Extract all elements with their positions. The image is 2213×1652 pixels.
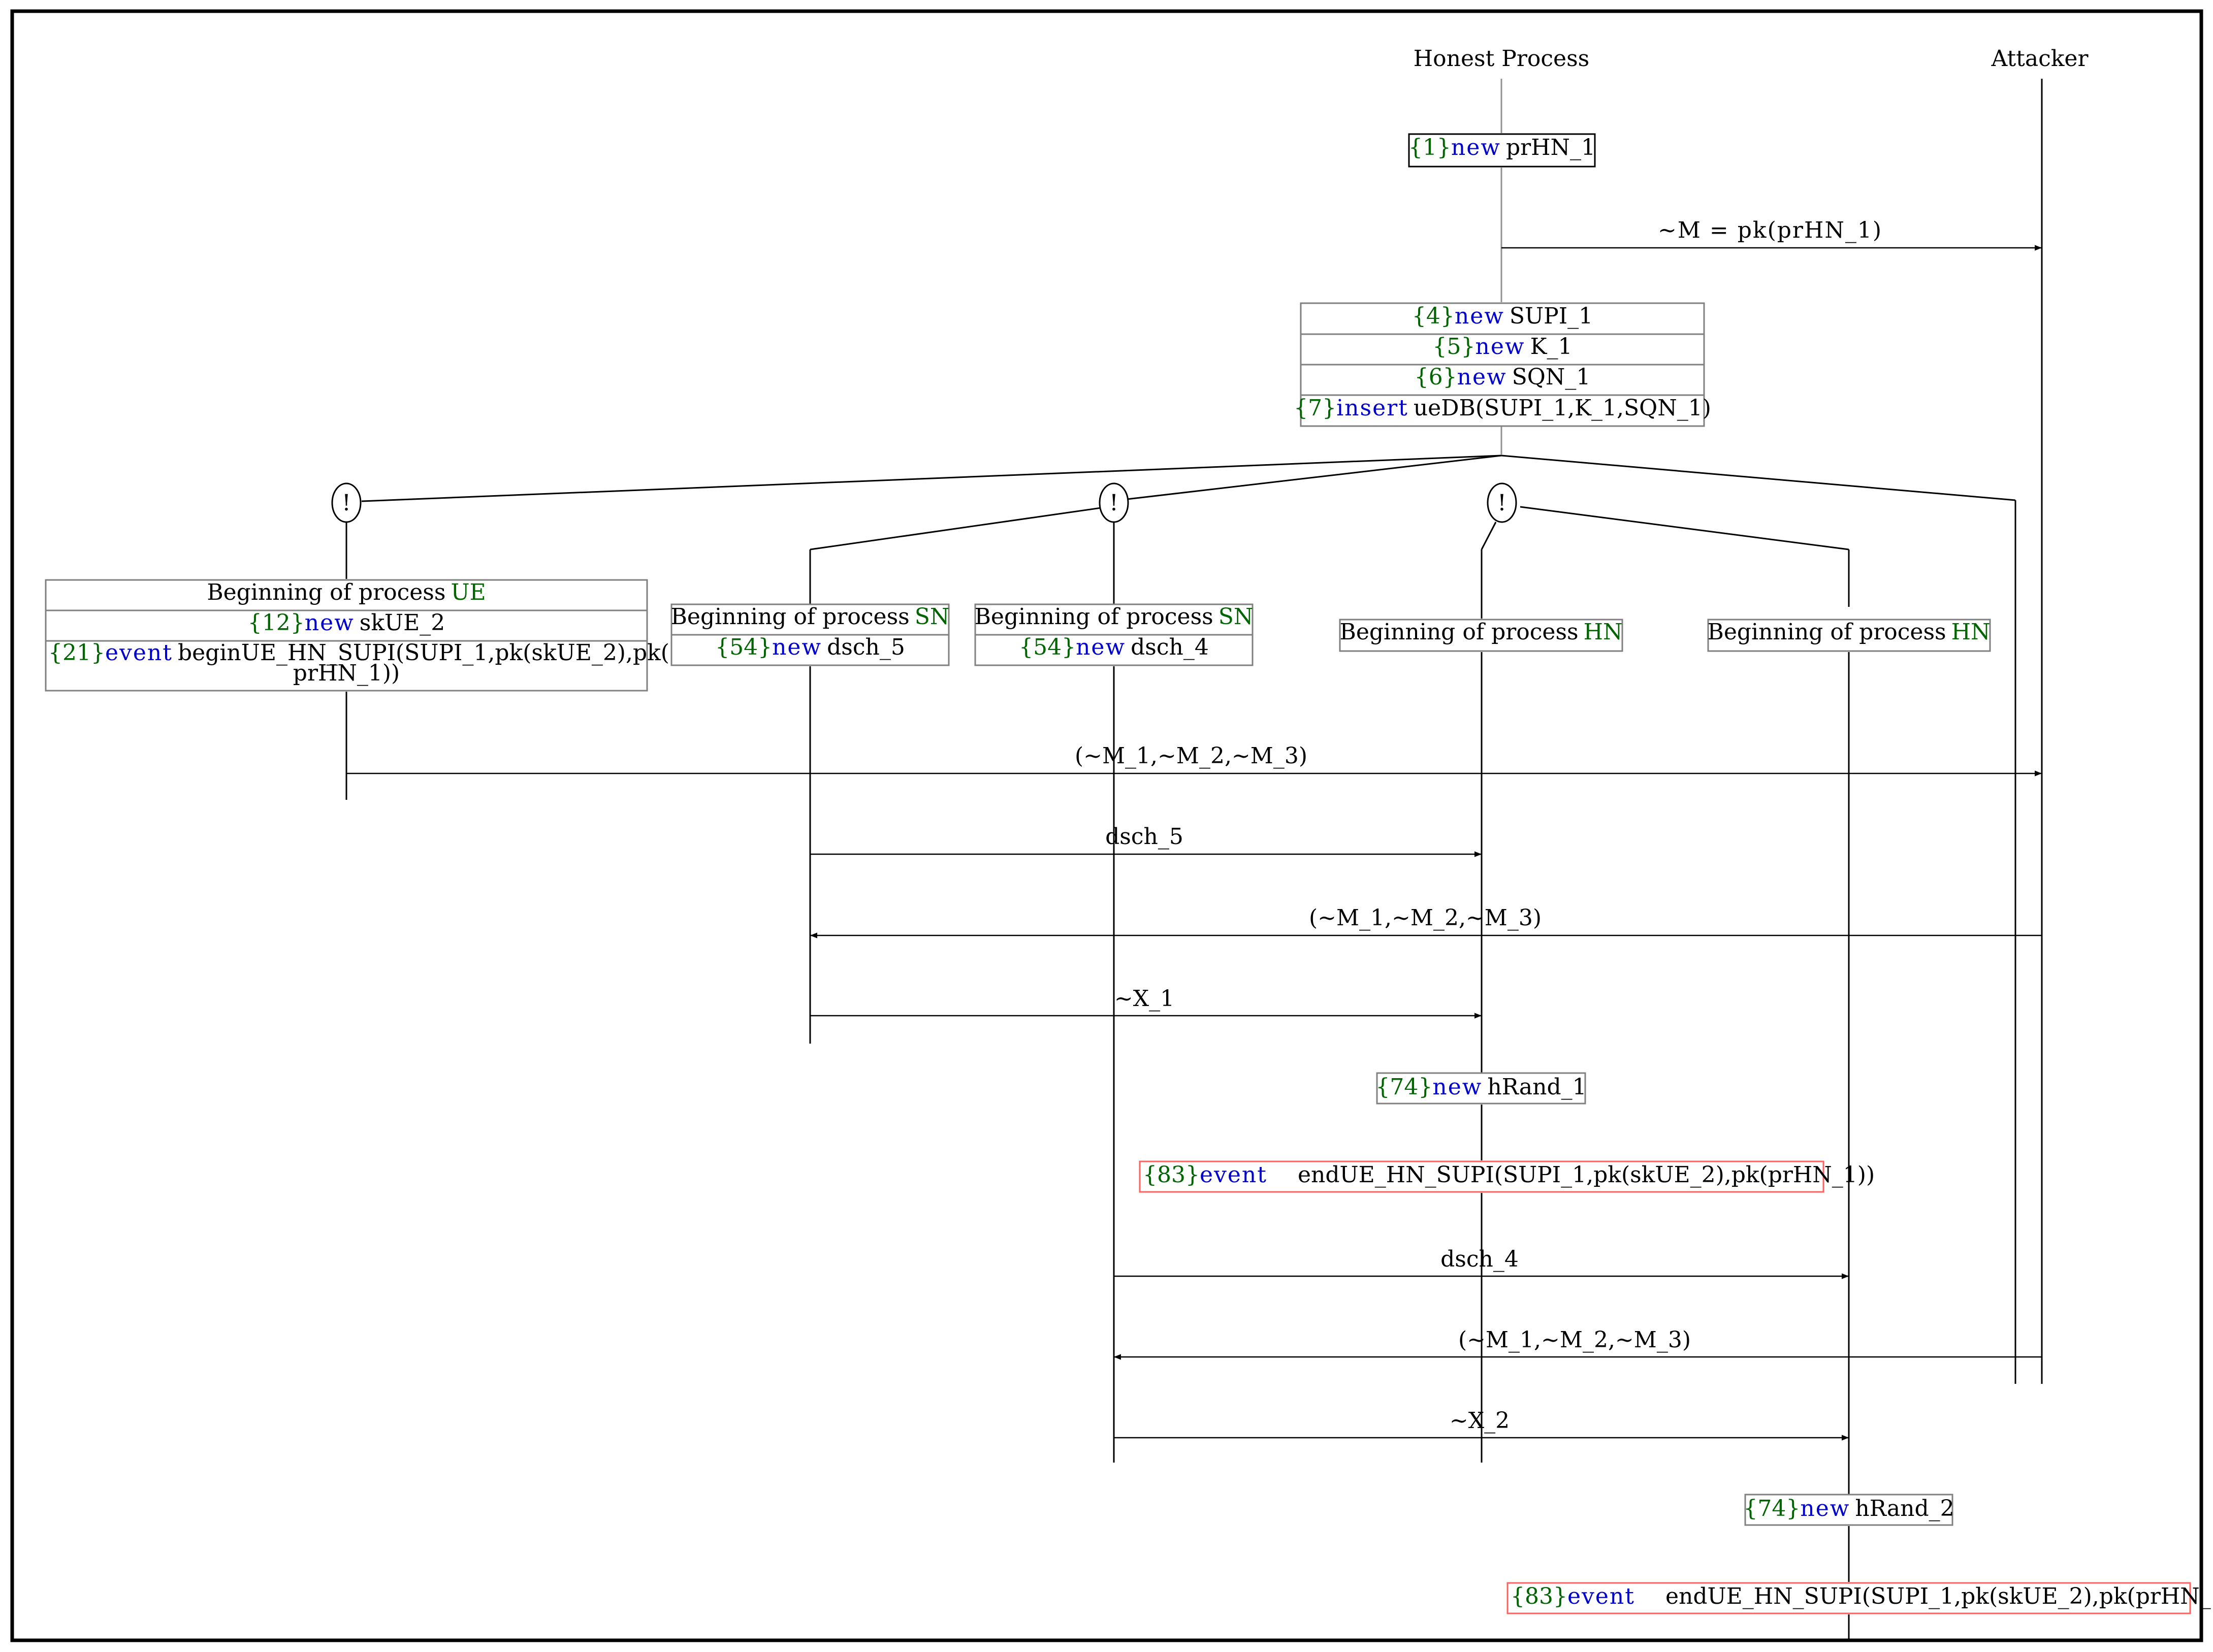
svg-text:!: ! bbox=[1109, 490, 1118, 516]
message-label: (~M_1,~M_2,~M_3) bbox=[1309, 905, 1542, 931]
participant-attacker: Attacker bbox=[1991, 46, 2089, 72]
step-number: {1} bbox=[1408, 135, 1451, 160]
svg-text:!: ! bbox=[342, 490, 351, 516]
message-label: (~M_1,~M_2,~M_3) bbox=[1075, 743, 1307, 769]
message-label: dsch_4 bbox=[1440, 1246, 1519, 1272]
participant-honest-process: Honest Process bbox=[1414, 46, 1589, 72]
message-sn2-to-hn2-dsch: dsch_4 bbox=[1114, 1246, 1849, 1279]
diagram-frame bbox=[10, 9, 2203, 1642]
message-label: ~X_1 bbox=[1114, 986, 1174, 1012]
keyword-new: new bbox=[1451, 135, 1501, 160]
replication-marker-ue: ! bbox=[331, 482, 362, 579]
message-ue-to-attacker: (~M_1,~M_2,~M_3) bbox=[346, 743, 2042, 776]
message-attacker-to-sn2: (~M_1,~M_2,~M_3) bbox=[1114, 1327, 2042, 1360]
message-attacker-to-sn1: (~M_1,~M_2,~M_3) bbox=[810, 905, 2042, 938]
message-label: (~M_1,~M_2,~M_3) bbox=[1458, 1327, 1691, 1353]
attacker-lifeline bbox=[2014, 79, 2043, 1384]
message-sn1-to-hn1-x1: ~X_1 bbox=[810, 986, 1482, 1019]
replication-marker-sn: ! bbox=[1099, 482, 1129, 604]
message-sn1-to-hn1-dsch: dsch_5 bbox=[810, 824, 1482, 857]
message-label: dsch_5 bbox=[1105, 824, 1183, 850]
step-argument: prHN_1 bbox=[1506, 135, 1595, 160]
svg-text:prHN_1)): prHN_1)) bbox=[293, 660, 400, 686]
message-sn2-to-hn2-x2: ~X_2 bbox=[1114, 1408, 1849, 1441]
svg-text:!: ! bbox=[1497, 490, 1506, 516]
message-label: ~M = pk(prHN_1) bbox=[1658, 217, 1882, 243]
branch-lines bbox=[361, 455, 2016, 607]
message-label: ~X_2 bbox=[1450, 1408, 1510, 1434]
message-public-key: ~M = pk(prHN_1) bbox=[1501, 217, 2042, 251]
replication-marker-hn: ! bbox=[1481, 482, 1517, 619]
